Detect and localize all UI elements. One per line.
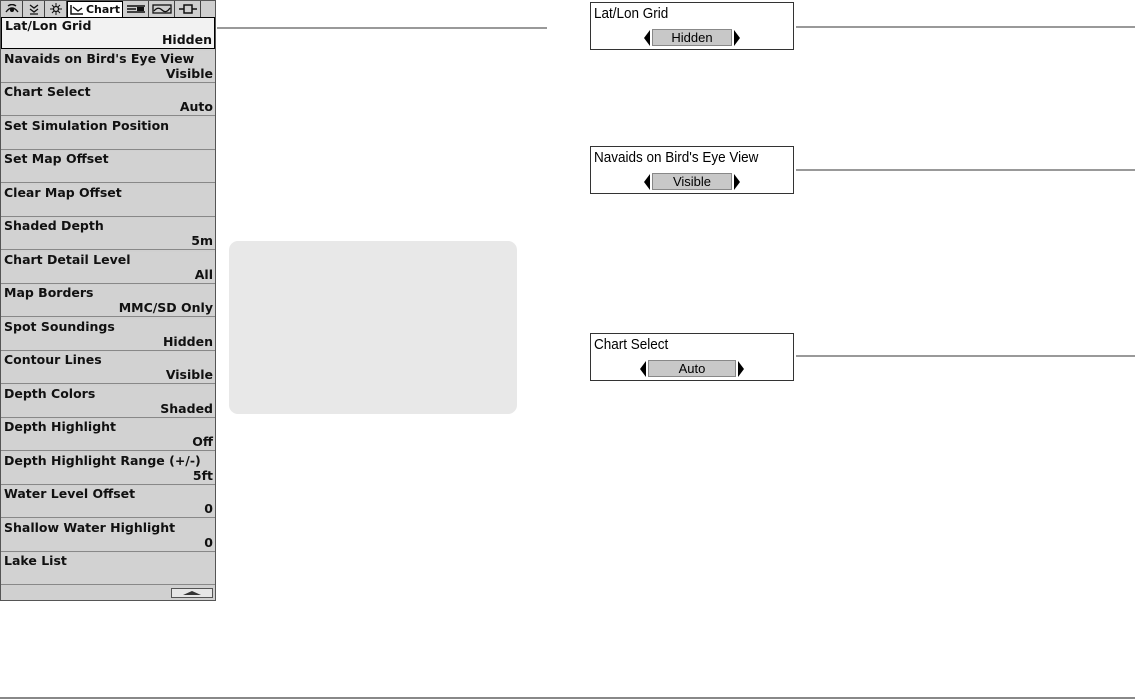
arrow-right-icon[interactable]	[734, 173, 740, 190]
arrow-right-icon[interactable]	[734, 29, 740, 46]
tab-sonar[interactable]	[23, 1, 45, 17]
callout-navaids: Navaids on Bird's Eye View Visible	[590, 146, 794, 194]
menu-item-value: Auto	[179, 99, 213, 114]
menu-item-shaded-depth[interactable]: Shaded Depth 5m	[1, 218, 215, 250]
menu-item-value: 5m	[191, 233, 213, 248]
selector-value: Hidden	[652, 29, 732, 46]
menu-item-label: Navaids on Bird's Eye View	[4, 50, 195, 66]
menu-item-label: Shallow Water Highlight	[4, 519, 176, 535]
accessories-icon	[178, 4, 197, 14]
settings-icon	[49, 3, 62, 15]
menu-item-label: Chart Select	[4, 84, 91, 99]
value-selector[interactable]: Visible	[644, 173, 740, 190]
callout-title: Chart Select	[594, 336, 669, 353]
menu-item-label: Shaded Depth	[4, 218, 104, 233]
menu-tab-bar: Chart	[1, 1, 215, 18]
menu-item-label: Water Level Offset	[4, 486, 136, 501]
navigation-icon	[126, 5, 145, 13]
menu-item-shallow-water-highlight[interactable]: Shallow Water Highlight 0	[1, 519, 215, 552]
menu-item-value: All	[194, 266, 213, 282]
menu-item-clear-map-offset[interactable]: Clear Map Offset	[1, 184, 215, 217]
menu-item-value: 0	[204, 501, 213, 516]
value-selector[interactable]: Hidden	[644, 29, 740, 46]
page-bottom-rule	[0, 697, 1135, 699]
sonar-view-icon	[151, 4, 172, 14]
selector-value: Auto	[648, 360, 736, 377]
menu-item-value: Hidden	[162, 333, 213, 349]
tab-alarms[interactable]	[1, 1, 23, 17]
info-panel	[229, 241, 517, 414]
tab-chart-label: Chart	[85, 3, 120, 16]
menu-item-label: Contour Lines	[4, 352, 102, 367]
menu-item-value: Off	[192, 434, 213, 449]
menu-item-label: Set Map Offset	[4, 151, 109, 166]
menu-item-label: Set Simulation Position	[4, 117, 170, 133]
menu-item-label: Chart Detail Level	[4, 251, 131, 267]
divider-line	[796, 355, 1135, 357]
menu-item-label: Lat/Lon Grid	[5, 18, 92, 33]
menu-item-value: 5ft	[192, 467, 213, 483]
menu-item-label: Lake List	[4, 553, 67, 568]
tab-accessories[interactable]	[175, 1, 201, 17]
value-selector[interactable]: Auto	[640, 360, 744, 377]
menu-item-value: MMC/SD Only	[118, 300, 213, 315]
tab-navigation[interactable]	[123, 1, 149, 17]
menu-item-label: Depth Highlight	[4, 419, 117, 434]
callout-title: Lat/Lon Grid	[594, 5, 669, 22]
callout-lat-lon-grid: Lat/Lon Grid Hidden	[590, 2, 794, 50]
arrow-left-icon[interactable]	[644, 173, 650, 190]
menu-item-water-level-offset[interactable]: Water Level Offset 0	[1, 486, 215, 518]
menu-item-value: Hidden	[161, 32, 212, 47]
sonar-icon	[29, 4, 38, 15]
menu-item-value: Visible	[165, 367, 213, 382]
tab-sonar-view[interactable]	[149, 1, 175, 17]
menu-item-label: Depth Highlight Range (+/-)	[4, 452, 201, 468]
menu-item-value: 0	[204, 534, 213, 550]
menu-item-label: Map Borders	[4, 285, 94, 300]
menu-item-value: Shaded	[160, 400, 213, 416]
menu-item-set-map-offset[interactable]: Set Map Offset	[1, 151, 215, 183]
menu-item-set-simulation-position[interactable]: Set Simulation Position	[1, 117, 215, 150]
menu-item-label: Spot Soundings	[4, 318, 115, 334]
menu-item-lake-list[interactable]: Lake List	[1, 553, 215, 585]
menu-item-label: Clear Map Offset	[4, 184, 122, 200]
tab-chart[interactable]: Chart	[67, 1, 123, 17]
selector-value: Visible	[652, 173, 732, 190]
arrow-right-icon[interactable]	[738, 360, 744, 377]
divider-line	[796, 26, 1135, 28]
callout-chart-select: Chart Select Auto	[590, 333, 794, 381]
alarm-icon	[4, 4, 19, 13]
scroll-up-button[interactable]	[171, 588, 213, 598]
tab-settings[interactable]	[45, 1, 67, 17]
divider-line	[217, 27, 547, 29]
arrow-left-icon[interactable]	[640, 360, 646, 377]
scroll-up-icon	[183, 591, 201, 595]
arrow-left-icon[interactable]	[644, 29, 650, 46]
menu-item-depth-highlight-range[interactable]: Depth Highlight Range (+/-)5ft	[1, 452, 215, 485]
menu-item-value: Visible	[165, 65, 213, 81]
divider-line	[796, 169, 1135, 171]
callout-title: Navaids on Bird's Eye View	[594, 149, 759, 166]
chart-icon	[70, 5, 83, 15]
menu-item-label: Depth Colors	[4, 385, 96, 401]
